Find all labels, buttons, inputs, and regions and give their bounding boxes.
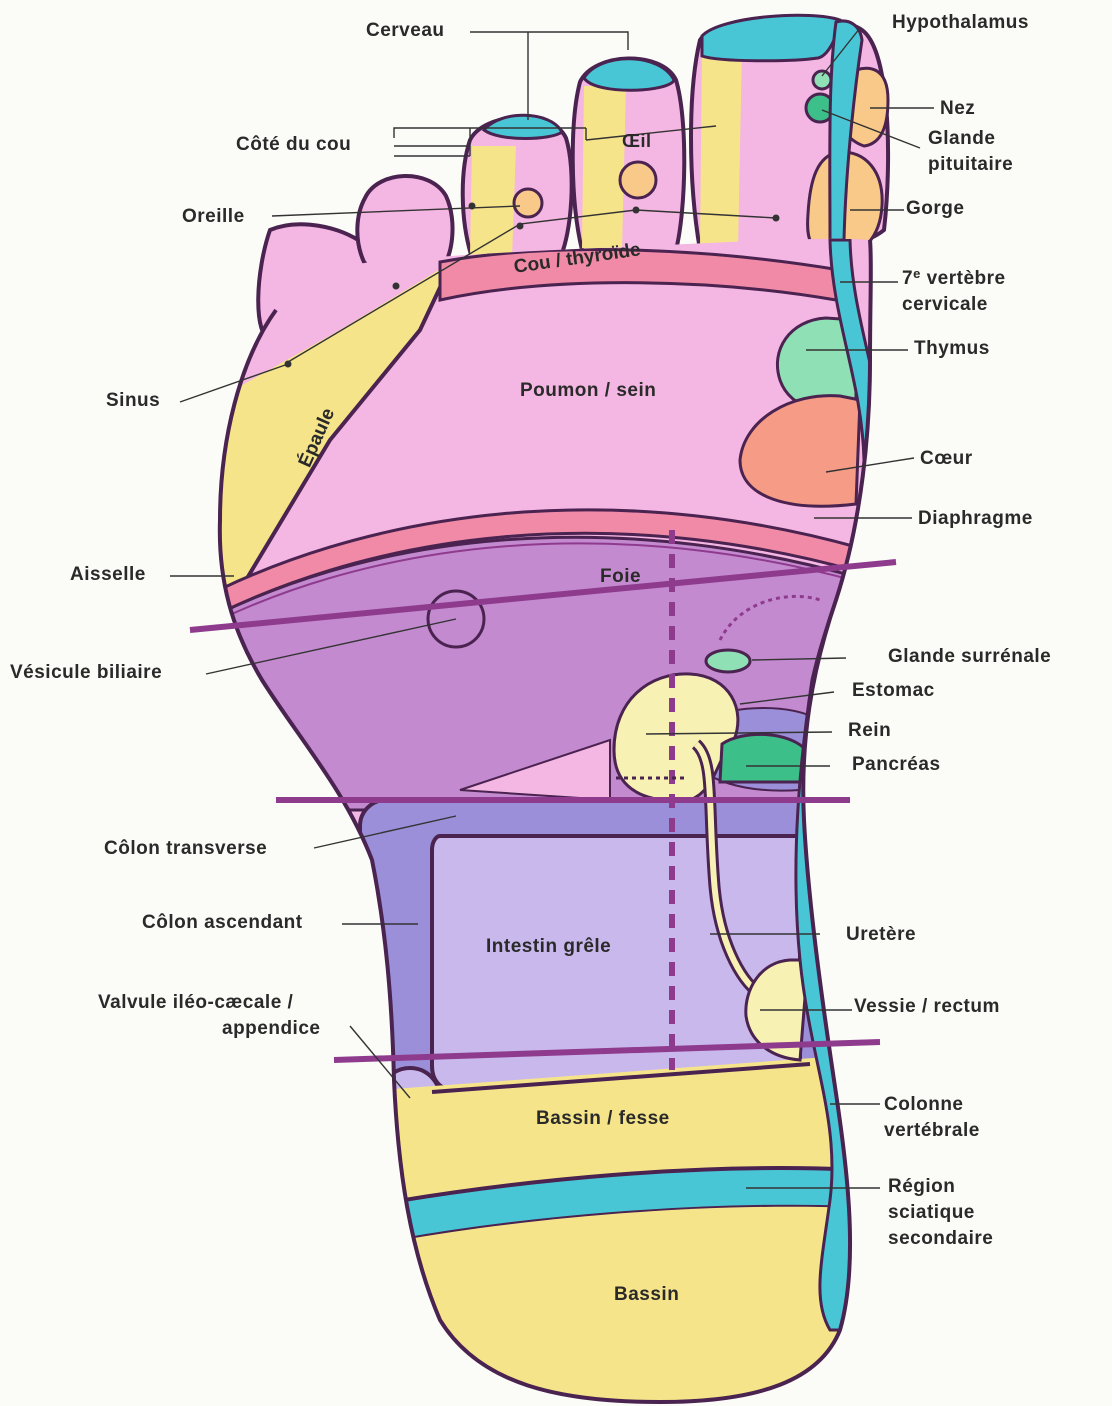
ear-zone — [514, 189, 542, 217]
label-sinus: Sinus — [106, 388, 160, 414]
label-bassin-fesse: Bassin / fesse — [536, 1106, 670, 1132]
label-vessie-rectum: Vessie / rectum — [854, 994, 1000, 1020]
label-region: Région — [888, 1174, 955, 1200]
label-colon-ascendant: Côlon ascendant — [142, 910, 303, 936]
toe-tip-3 — [484, 115, 562, 138]
label-pancreas: Pancréas — [852, 752, 941, 778]
big-toe-band — [700, 46, 742, 250]
label-colonne-1: Colonne — [884, 1092, 964, 1118]
label-sciatique: sciatique — [888, 1200, 975, 1226]
label-nez: Nez — [940, 96, 975, 122]
third-toe-neck-band — [470, 146, 516, 258]
label-vesicule-biliaire: Vésicule biliaire — [10, 660, 162, 686]
label-oreille: Oreille — [182, 204, 245, 230]
label-gorge: Gorge — [906, 196, 964, 222]
label-colonne-2: vertébrale — [884, 1118, 980, 1144]
eye-zone — [620, 162, 656, 198]
label-secondaire: secondaire — [888, 1226, 993, 1252]
label-coeur: Cœur — [920, 446, 973, 472]
label-bassin: Bassin — [614, 1282, 679, 1308]
second-toe-band — [582, 86, 626, 250]
label-glande-surrenale: Glande surrénale — [888, 644, 1051, 670]
label-cerveau: Cerveau — [366, 18, 445, 44]
label-poumon-sein: Poumon / sein — [520, 378, 656, 404]
pancreas-zone — [720, 734, 808, 782]
label-intestin-grele: Intestin grêle — [486, 934, 611, 960]
label-estomac: Estomac — [852, 678, 935, 704]
label-valvule-2: appendice — [222, 1016, 320, 1042]
label-glande-pituitaire-1: Glande — [928, 126, 995, 152]
label-uretere: Uretère — [846, 922, 916, 948]
label-valvule-1: Valvule iléo-cæcale / — [98, 990, 293, 1016]
label-cervicale: cervicale — [902, 292, 988, 318]
label-7e-vertebre: 7e vertèbre — [902, 266, 1006, 292]
toe-tip-big — [702, 15, 840, 61]
label-colon-transverse: Côlon transverse — [104, 836, 267, 862]
label-foie: Foie — [600, 564, 641, 590]
label-glande-pituitaire-2: pituitaire — [928, 152, 1013, 178]
hypothalamus-zone — [813, 71, 831, 89]
label-hypothalamus: Hypothalamus — [892, 10, 1029, 36]
label-rein: Rein — [848, 718, 891, 744]
label-oeil: Œil — [622, 128, 652, 154]
label-diaphragme: Diaphragme — [918, 506, 1033, 532]
adrenal-gland-zone — [706, 650, 750, 672]
label-thymus: Thymus — [914, 336, 990, 362]
label-aisselle: Aisselle — [70, 562, 146, 588]
label-cote-du-cou: Côté du cou — [236, 132, 351, 158]
